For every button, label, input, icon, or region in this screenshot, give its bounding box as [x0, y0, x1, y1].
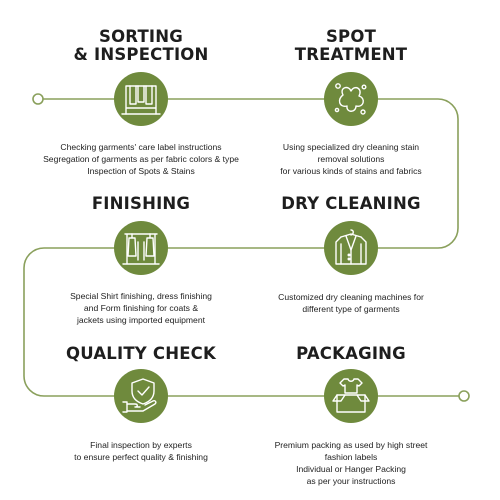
step-title-line: FINISHING: [91, 194, 191, 213]
flow-connector-line: [23, 98, 464, 397]
step-description-line: Final inspection by experts: [90, 440, 192, 450]
step-description-line: removal solutions: [317, 154, 385, 164]
step-description-line: different type of garments: [302, 304, 400, 314]
clothes-rack-icon: [121, 85, 161, 115]
step-description-line: for various kinds of stains and fabrics: [280, 166, 422, 176]
step-icon-quality-check: [114, 369, 168, 423]
step-icon-packaging: [324, 369, 378, 423]
step-finishing: FINISHING: [31, 195, 251, 213]
step-title: QUALITY CHECK: [31, 345, 251, 363]
step-description-line: to ensure perfect quality & finishing: [74, 452, 208, 462]
step-title-line: TREATMENT: [294, 45, 408, 64]
step-description: Special Shirt finishing, dress finishing…: [31, 290, 251, 326]
step-title-line: PACKAGING: [296, 344, 406, 363]
shirt-box-icon: [332, 378, 370, 413]
step-description-line: Individual or Hanger Packing: [296, 464, 406, 474]
step-title: SPOT TREATMENT: [241, 28, 461, 64]
step-description-line: Using specialized dry cleaning stain: [282, 142, 420, 152]
step-description-line: jackets using imported equipment: [76, 315, 206, 325]
step-description-line: Checking garments' care label instructio…: [60, 142, 222, 152]
step-packaging: PACKAGING: [241, 345, 461, 363]
jacket-on-hanger-icon: [335, 229, 367, 265]
shield-check-hand-icon: [122, 378, 157, 413]
step-title-line: DRY CLEANING: [281, 194, 421, 213]
step-title: FINISHING: [31, 195, 251, 213]
flow-start-dot: [32, 93, 44, 105]
step-description-line: Inspection of Spots & Stains: [87, 166, 195, 176]
stain-splash-icon: [334, 83, 367, 115]
step-title: SORTING & INSPECTION: [31, 28, 251, 64]
step-description-line: Segregation of garments as per fabric co…: [43, 154, 239, 164]
step-description-line: Special Shirt finishing, dress finishing: [70, 291, 212, 301]
step-dry-cleaning: DRY CLEANING: [241, 195, 461, 213]
step-description: Premium packing as used by high street f…: [241, 439, 461, 487]
step-description-line: as per your instructions: [306, 476, 396, 486]
step-title-line: QUALITY CHECK: [66, 344, 216, 363]
step-icon-finishing: [114, 221, 168, 275]
step-title-line: & INSPECTION: [73, 45, 209, 64]
step-title-line: SPOT: [325, 27, 377, 46]
step-description: Customized dry cleaning machines for dif…: [241, 291, 461, 315]
step-description-line: Customized dry cleaning machines for: [278, 292, 424, 302]
flow-end-dot: [458, 390, 470, 402]
step-description: Using specialized dry cleaning stain rem…: [241, 141, 461, 177]
garment-steamer-icon: [122, 233, 160, 265]
step-title: PACKAGING: [241, 345, 461, 363]
step-title: DRY CLEANING: [241, 195, 461, 213]
step-spot-treatment: SPOT TREATMENT: [241, 28, 461, 64]
step-icon-dry-cleaning: [324, 221, 378, 275]
step-quality-check: QUALITY CHECK: [31, 345, 251, 363]
step-title-line: SORTING: [98, 27, 184, 46]
step-icon-sorting: [114, 72, 168, 126]
step-icon-spot-treatment: [324, 72, 378, 126]
step-description: Checking garments' care label instructio…: [31, 141, 251, 177]
step-description-line: Premium packing as used by high street: [274, 440, 428, 450]
step-description-line: fashion labels: [324, 452, 378, 462]
step-sorting-inspection: SORTING & INSPECTION: [31, 28, 251, 64]
step-description-line: and Form finishing for coats &: [83, 303, 199, 313]
step-description: Final inspection by experts to ensure pe…: [31, 439, 251, 463]
